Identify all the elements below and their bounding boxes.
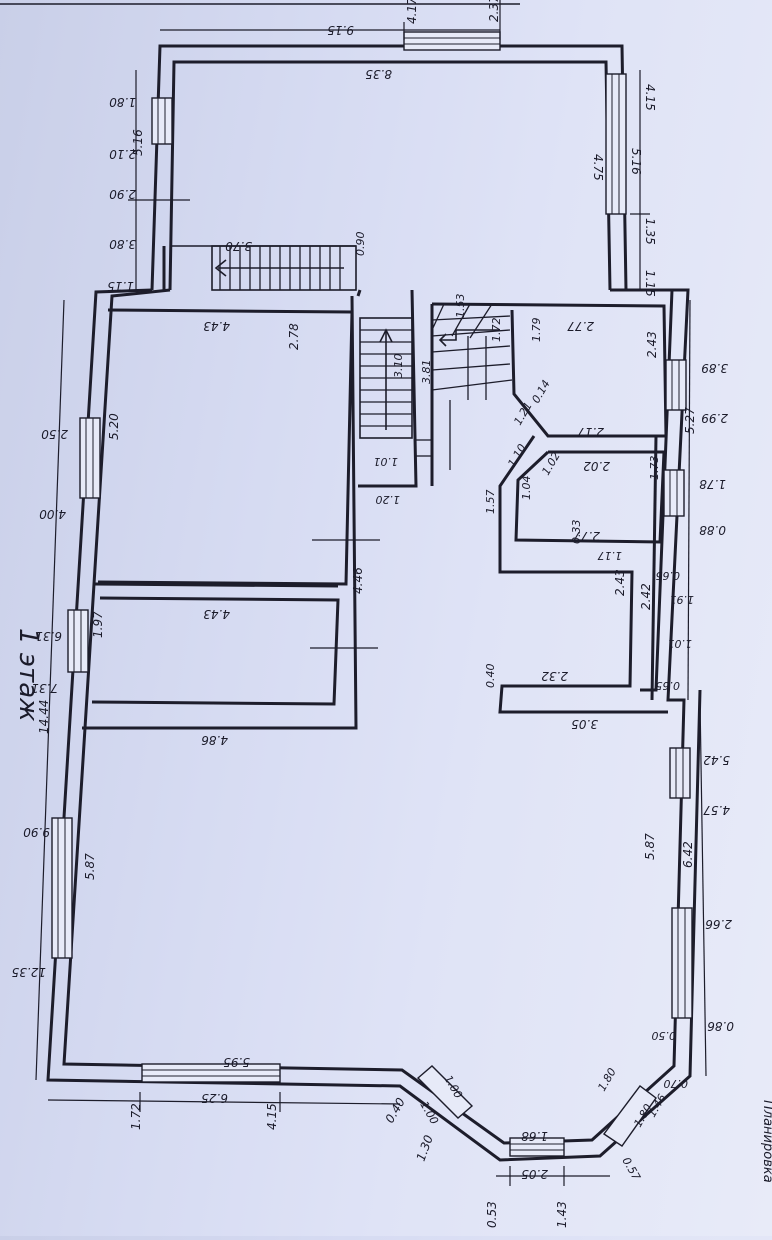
dim-label: 1.72: [129, 1103, 143, 1130]
dim-label: 1.35: [643, 218, 657, 245]
dim-label: 2.90: [109, 187, 136, 201]
dim-label: 1.78: [699, 477, 726, 491]
interior-walls: [82, 245, 668, 730]
dim-label: 0.70: [664, 1077, 689, 1090]
dim-label: 2.77: [573, 529, 600, 543]
dim-label: 5.87: [83, 853, 97, 880]
dim-label: 2.37: [487, 0, 501, 22]
dim-label: 5.20: [107, 413, 121, 440]
dim-label: 1.15: [107, 279, 134, 293]
dim-label: 1.43: [555, 1201, 569, 1228]
dim-label: 1.02: [539, 450, 563, 478]
dim-label: 5.87: [643, 833, 657, 860]
dim-label: 2.42: [639, 583, 653, 610]
dim-label: 6.31: [35, 629, 62, 643]
dim-label: 2.66: [705, 917, 732, 931]
dim-label: 12.35: [12, 965, 46, 979]
dim-label: 2.78: [287, 323, 301, 350]
dim-label: 0.40: [484, 664, 497, 689]
dim-label: 4.86: [201, 733, 228, 747]
dim-label: 0.50: [652, 1029, 677, 1042]
dim-label: 2.43: [645, 331, 659, 358]
outer-walls: [46, 44, 702, 1162]
dim-label: 2.50: [41, 427, 68, 441]
dim-label: 1.72: [490, 318, 503, 343]
dim-label: 0.33: [570, 520, 583, 545]
dim-label: 2.99: [701, 411, 728, 425]
staircase-winder: [416, 303, 513, 470]
dim-label: 6.25: [201, 1091, 228, 1105]
dim-label: 2.77: [567, 319, 594, 333]
dim-label: 1.00: [417, 1099, 441, 1127]
dim-label: 8.35: [365, 67, 392, 81]
dim-label: 3.89: [701, 361, 728, 375]
dim-label: 0.86: [707, 1019, 734, 1033]
dim-label: 4.75: [591, 154, 605, 181]
dim-label: 4.46: [351, 567, 365, 594]
dim-label: 4.57: [703, 803, 730, 817]
dim-label: 0.53: [485, 1201, 499, 1228]
dim-label: 5.16: [131, 129, 145, 156]
dim-label: 1.04: [520, 476, 533, 501]
floor-label: 1 этаж: [13, 628, 43, 722]
dim-label: 5.16: [629, 148, 643, 175]
dim-label: 9.15: [327, 23, 354, 37]
staircase-top: [211, 245, 357, 291]
dim-label: 0.90: [354, 232, 367, 257]
dim-label: 1.73: [648, 456, 661, 481]
dim-label: 1.01: [668, 637, 693, 650]
dim-label: 1.30: [414, 1133, 436, 1163]
dim-label: 3.70: [225, 239, 252, 253]
dim-label: 1.15: [643, 270, 657, 297]
dim-label: 0.65: [656, 569, 681, 582]
dim-label: 4.15: [265, 1103, 279, 1130]
dim-label: 0.57: [619, 1155, 643, 1183]
dim-label: 2.05: [521, 1167, 548, 1181]
dim-label: 4.17: [405, 0, 419, 24]
dimension-lines: [35, 0, 707, 1186]
dim-label: 3.10: [392, 354, 405, 379]
dim-label: 0.40: [382, 1095, 408, 1125]
dim-label: 2.10: [109, 147, 136, 161]
dim-label: 1.57: [484, 490, 497, 515]
dim-label: 3.05: [571, 717, 598, 731]
dim-label: 1.91: [670, 593, 695, 606]
dim-label: 4.43: [203, 607, 230, 621]
dim-label: 9.90: [23, 825, 50, 839]
staircase-middle: [359, 317, 413, 439]
windows: [51, 31, 693, 1157]
dim-label: 2.43: [613, 569, 627, 596]
dim-label: 0.14: [529, 378, 553, 406]
dim-label: 1.53: [454, 294, 467, 319]
dim-label: 1.10: [505, 442, 529, 470]
dim-label: 1.97: [91, 611, 105, 638]
dim-label: 3.81: [420, 360, 433, 385]
dim-label: 14.44: [37, 700, 51, 734]
dim-label: 1.79: [530, 318, 543, 343]
dim-label: 5.95: [223, 1055, 250, 1069]
dim-label: 0.65: [656, 679, 681, 692]
dim-label: 0.88: [699, 523, 726, 537]
dim-label: 1.20: [376, 493, 401, 506]
dim-label: 1.80: [595, 1066, 619, 1094]
footer-text: Планировка: [760, 1100, 772, 1183]
dim-label: 5.42: [703, 753, 730, 767]
dim-label: 5.27: [683, 407, 697, 434]
dim-label: 4.15: [643, 84, 657, 111]
dim-label: 4.00: [39, 507, 66, 521]
dim-label: 2.17: [577, 425, 604, 439]
dim-label: 4.43: [203, 319, 230, 333]
dim-label: 1.80: [109, 95, 136, 109]
dim-label: 1.68: [521, 1129, 548, 1143]
dim-label: 7.31: [31, 681, 58, 695]
dim-label: 2.32: [541, 669, 568, 683]
dim-label: 1.17: [598, 549, 623, 562]
dim-label: 3.80: [109, 237, 136, 251]
dim-label: 2.02: [583, 459, 610, 473]
dim-label: 6.42: [681, 841, 695, 868]
dim-label: 1.01: [374, 455, 399, 468]
